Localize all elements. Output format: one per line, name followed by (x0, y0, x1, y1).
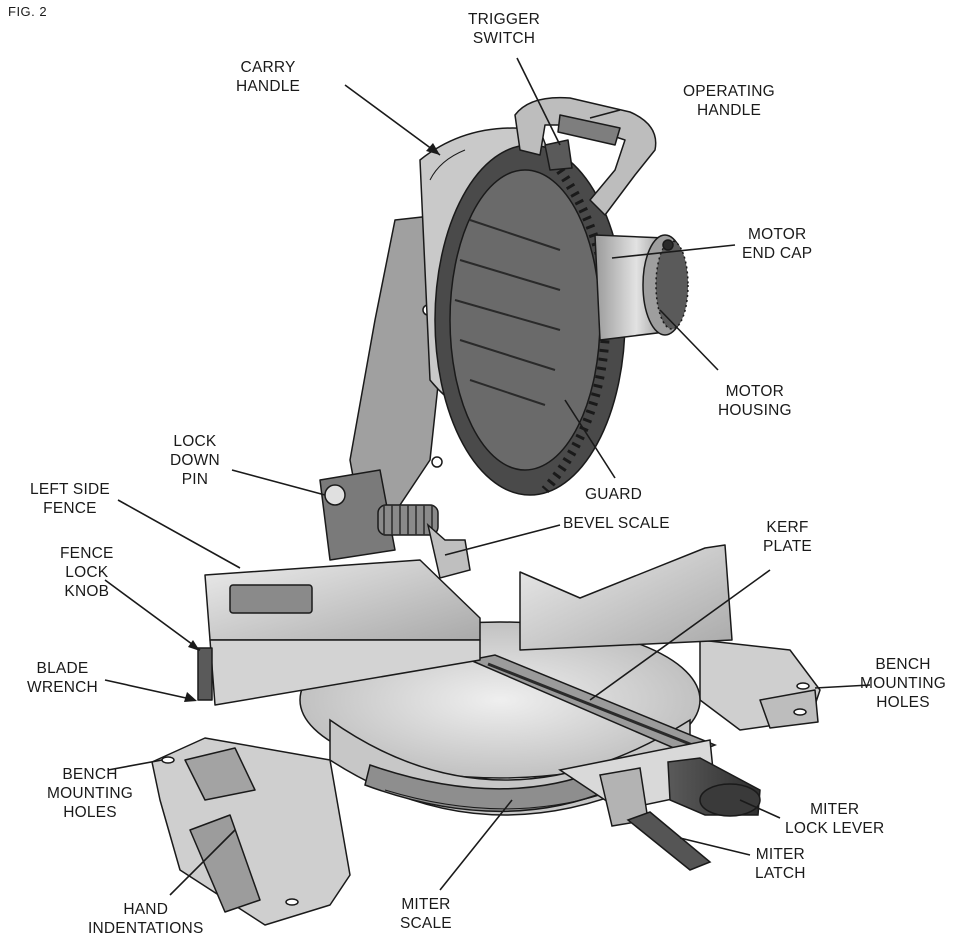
leader-bench-right (814, 684, 871, 689)
leader-miter-latch (679, 837, 751, 856)
leader-fence-lock-knob (104, 579, 201, 651)
label-guard: GUARD (585, 486, 642, 503)
leader-blade-wrench (104, 679, 196, 701)
bevel-spring (377, 504, 471, 579)
figure-label: FIG. 2 (8, 4, 48, 19)
leader-operating-handle (589, 109, 621, 119)
leader-miter-scale (439, 799, 513, 891)
bench-holes (161, 682, 810, 906)
leader-motor-end-cap (611, 244, 736, 259)
leader-kerf-plate (589, 569, 771, 701)
right-side-fence (519, 544, 733, 651)
leader-hand-indentations (169, 829, 236, 896)
leader-bench-left (107, 759, 163, 771)
label-bevel-scale: BEVEL SCALE (563, 515, 670, 532)
leader-trigger-switch (516, 57, 561, 146)
leader-bevel-scale (444, 524, 561, 556)
motor-housing (594, 234, 689, 341)
leader-guard (564, 399, 616, 479)
miter-lock-lever (667, 757, 761, 817)
guard (434, 144, 626, 496)
leader-miter-lock-lever (739, 799, 781, 819)
arrowheads (184, 143, 440, 702)
miter-latch (626, 811, 712, 871)
leader-carry-handle (344, 84, 441, 156)
leader-left-side-fence (117, 499, 241, 569)
left-side-fence (197, 559, 481, 706)
leader-lines (104, 57, 871, 896)
leader-motor-housing (659, 309, 719, 371)
leader-lock-down-pin (231, 469, 326, 496)
